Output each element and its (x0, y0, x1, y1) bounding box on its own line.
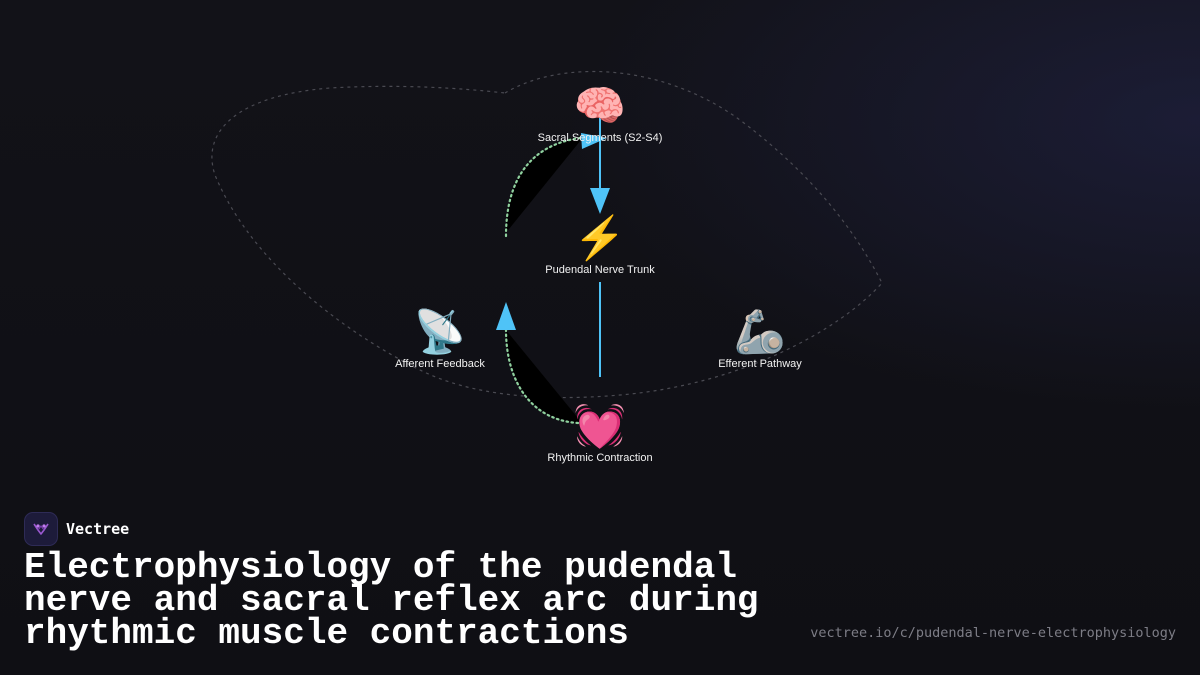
page-title: Electrophysiology of the pudendal nerve … (24, 547, 759, 654)
node-efferent-pathway: 🦾 Efferent Pathway (718, 308, 802, 370)
node-label: Sacral Segments (S2-S4) (538, 132, 663, 144)
vectree-logo-icon (24, 512, 58, 546)
node-label: Afferent Feedback (395, 358, 485, 370)
brain-icon: 🧠 (574, 82, 626, 129)
edge-contraction-to-afferent (504, 328, 580, 425)
satellite-dish-icon: 📡 (414, 305, 466, 356)
feedback-wedge-lower (506, 330, 582, 423)
brand[interactable]: Vectree (24, 512, 129, 546)
beating-heart-icon: 💓 (574, 401, 626, 450)
edge-sacral-to-trunk-arrowhead (590, 188, 610, 214)
node-rhythmic-contraction: 💓 Rhythmic Contraction (547, 401, 652, 464)
node-sacral-segments: 🧠 Sacral Segments (S2-S4) (538, 82, 663, 144)
edge-afferent-to-sacral-arrowhead (581, 133, 607, 149)
page-url[interactable]: vectree.io/c/pudendal-nerve-electrophysi… (810, 625, 1176, 641)
edge-contraction-to-afferent-arrowhead (496, 302, 516, 330)
node-label: Rhythmic Contraction (547, 452, 652, 464)
node-pudendal-nerve-trunk: ⚡ Pudendal Nerve Trunk (545, 213, 655, 276)
node-label: Efferent Pathway (718, 358, 802, 370)
mechanical-arm-icon: 🦾 (734, 308, 786, 356)
lightning-icon: ⚡ (574, 213, 626, 263)
brand-name: Vectree (66, 520, 130, 538)
feedback-wedge-upper (505, 135, 585, 234)
node-label: Pudendal Nerve Trunk (545, 264, 655, 276)
edge-afferent-to-sacral (504, 136, 582, 238)
node-afferent-feedback: 📡 Afferent Feedback (395, 305, 485, 370)
